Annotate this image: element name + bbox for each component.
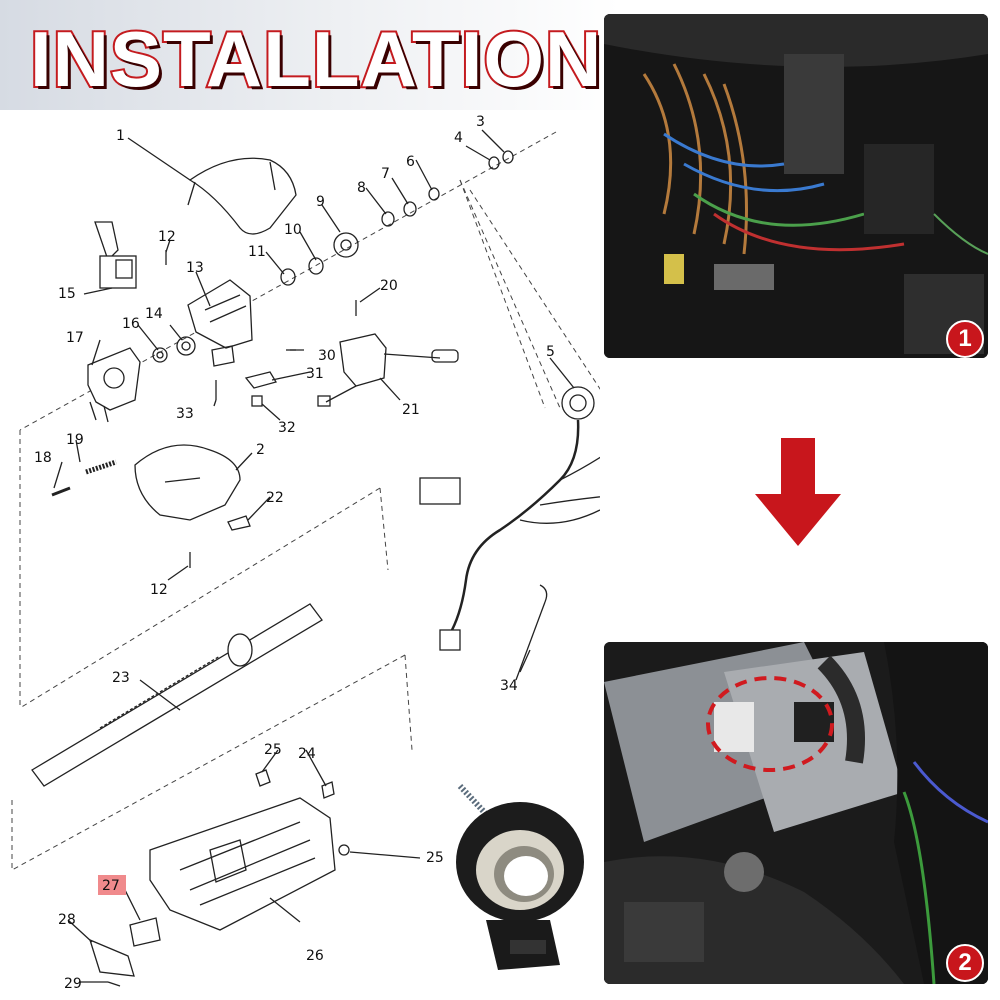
label-part-27: 27 bbox=[102, 878, 120, 894]
label-part-19: 19 bbox=[66, 432, 84, 448]
label-part-14: 14 bbox=[145, 306, 163, 322]
label-part-6: 6 bbox=[406, 154, 415, 170]
label-part-32: 32 bbox=[278, 420, 296, 436]
label-part-28: 28 bbox=[58, 912, 76, 928]
label-part-5: 5 bbox=[546, 344, 555, 360]
label-part-22: 22 bbox=[266, 490, 284, 506]
highlight-27 bbox=[98, 875, 126, 895]
header-background bbox=[0, 0, 620, 110]
label-part-13: 13 bbox=[186, 260, 204, 276]
label-part-33: 33 bbox=[176, 406, 194, 422]
label-part-29: 29 bbox=[64, 976, 82, 992]
page-title: INSTALLATION bbox=[28, 13, 603, 105]
label-part-3: 3 bbox=[476, 114, 485, 130]
label-part-18: 18 bbox=[34, 450, 52, 466]
label-part-9: 9 bbox=[316, 194, 325, 210]
label-part-11: 11 bbox=[248, 244, 266, 260]
label-part-16: 16 bbox=[122, 316, 140, 332]
install-photo-step-2 bbox=[604, 642, 988, 984]
label-part-12-bottom: 12 bbox=[150, 582, 168, 598]
label-part-31: 31 bbox=[306, 366, 324, 382]
label-part-25-right: 25 bbox=[426, 850, 444, 866]
label-part-8: 8 bbox=[357, 180, 366, 196]
label-part-2: 2 bbox=[256, 442, 265, 458]
label-part-4: 4 bbox=[454, 130, 463, 146]
label-part-15: 15 bbox=[58, 286, 76, 302]
down-arrow-icon bbox=[755, 438, 841, 546]
step-badge-1: 1 bbox=[946, 320, 984, 358]
label-part-25-top: 25 bbox=[264, 742, 282, 758]
label-part-34: 34 bbox=[500, 678, 518, 694]
label-part-10: 10 bbox=[284, 222, 302, 238]
install-photo-step-1 bbox=[604, 14, 988, 358]
label-part-20: 20 bbox=[380, 278, 398, 294]
step-badge-2: 2 bbox=[946, 944, 984, 982]
label-part-21: 21 bbox=[402, 402, 420, 418]
clockspring-sensor-image bbox=[456, 783, 584, 970]
label-part-30: 30 bbox=[318, 348, 336, 364]
label-part-7: 7 bbox=[381, 166, 390, 182]
label-part-26: 26 bbox=[306, 948, 324, 964]
highlight-circle bbox=[706, 676, 834, 772]
label-part-1: 1 bbox=[116, 128, 125, 144]
label-part-23: 23 bbox=[112, 670, 130, 686]
label-part-12-top: 12 bbox=[158, 229, 176, 245]
exploded-parts-diagram: 1 2 3 4 5 6 7 8 9 10 11 12 12 13 14 15 1… bbox=[11, 114, 600, 992]
label-part-24: 24 bbox=[298, 746, 316, 762]
label-part-17: 17 bbox=[66, 330, 84, 346]
